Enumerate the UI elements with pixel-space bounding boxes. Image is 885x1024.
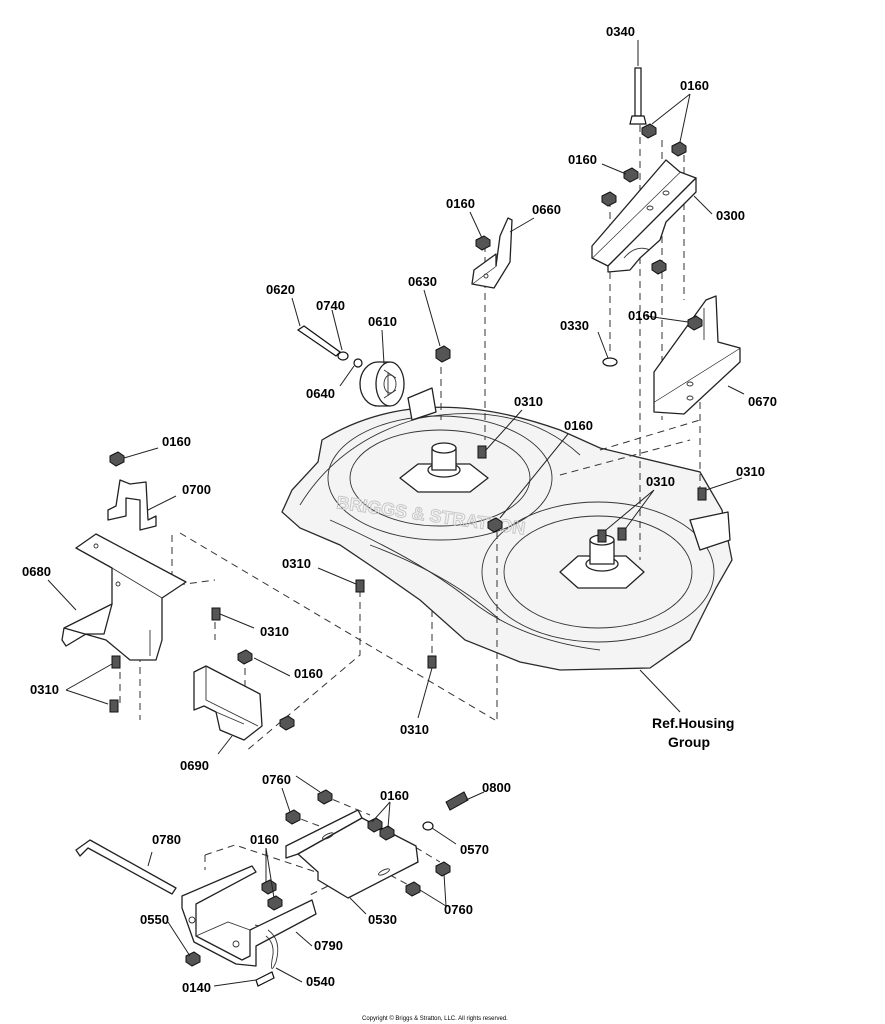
label-ref-housing-group: Group <box>668 734 710 750</box>
label-0310-c: 0310 <box>30 682 59 697</box>
label-0310-b: 0310 <box>260 624 289 639</box>
copyright-notice: Copyright © Briggs & Stratton, LLC. All … <box>362 1015 508 1022</box>
label-0310-a: 0310 <box>282 556 311 571</box>
label-0620: 0620 <box>266 282 295 297</box>
gauge-wheel-0610 <box>359 361 405 407</box>
label-0700: 0700 <box>182 482 211 497</box>
label-0540: 0540 <box>306 974 335 989</box>
hardware <box>109 67 707 987</box>
label-0630: 0630 <box>408 274 437 289</box>
label-0330: 0330 <box>560 318 589 333</box>
label-0310-deck-left: 0310 <box>514 394 543 409</box>
label-0310-d: 0310 <box>400 722 429 737</box>
label-0160-deck: 0160 <box>564 418 593 433</box>
hairpin-0540 <box>265 929 279 969</box>
bracket-0530 <box>285 809 419 899</box>
leader-lines <box>47 40 745 987</box>
bracket-0790 <box>181 865 317 967</box>
label-0160-790: 0160 <box>250 832 279 847</box>
label-0160-670: 0160 <box>628 308 657 323</box>
label-0160-530: 0160 <box>380 788 409 803</box>
callout-labels: 0340 0160 0160 0300 0160 0660 0620 0740 … <box>22 24 777 995</box>
label-0160-690: 0160 <box>294 666 323 681</box>
right-spindle <box>559 534 645 589</box>
label-0760-top: 0760 <box>262 772 291 787</box>
rod-0780 <box>75 839 177 895</box>
label-0310-deck-right: 0310 <box>646 474 675 489</box>
label-0610: 0610 <box>368 314 397 329</box>
label-0300: 0300 <box>716 208 745 223</box>
label-0680: 0680 <box>22 564 51 579</box>
label-0160-660: 0160 <box>446 196 475 211</box>
bracket-0300 <box>591 159 697 273</box>
label-0160-700: 0160 <box>162 434 191 449</box>
label-0550: 0550 <box>140 912 169 927</box>
bracket-0690 <box>193 665 263 741</box>
label-0340: 0340 <box>606 24 635 39</box>
left-spindle <box>399 442 489 493</box>
label-0690: 0690 <box>180 758 209 773</box>
label-0740: 0740 <box>316 298 345 313</box>
label-0140: 0140 <box>182 980 211 995</box>
bracket-0670 <box>653 295 741 415</box>
label-0760-bottom: 0760 <box>444 902 473 917</box>
label-0790: 0790 <box>314 938 343 953</box>
label-0670: 0670 <box>748 394 777 409</box>
label-0160-mid: 0160 <box>568 152 597 167</box>
label-0800: 0800 <box>482 780 511 795</box>
label-0530: 0530 <box>368 912 397 927</box>
label-ref-housing: Ref.Housing <box>652 715 734 731</box>
deck-housing: BRIGGS & STRATTON <box>281 387 733 671</box>
bracket-0680 <box>61 533 187 661</box>
label-0660: 0660 <box>532 202 561 217</box>
label-0640: 0640 <box>306 386 335 401</box>
bracket-0660 <box>471 217 513 289</box>
label-0570: 0570 <box>460 842 489 857</box>
label-0310-far-right: 0310 <box>736 464 765 479</box>
label-0160-top: 0160 <box>680 78 709 93</box>
bracket-0700 <box>107 479 157 531</box>
label-0780: 0780 <box>152 832 181 847</box>
